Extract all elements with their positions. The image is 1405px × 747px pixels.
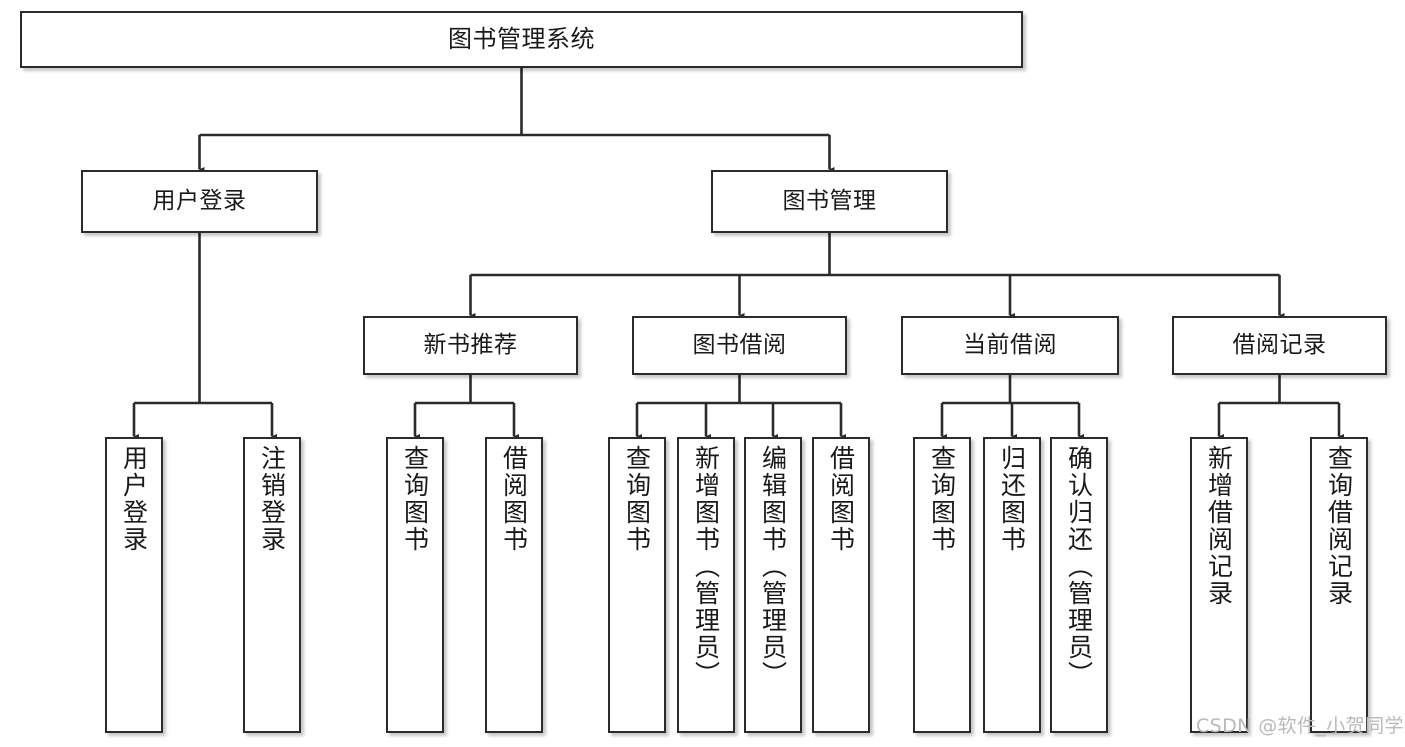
node-l2-user[interactable]: 用户登录 xyxy=(81,170,318,233)
node-label: 查询图书 xyxy=(927,445,957,553)
node-leaf-c-return[interactable]: 归还图书 xyxy=(983,437,1041,733)
node-leaf-new-borrow[interactable]: 借阅图书 xyxy=(485,437,543,733)
node-leaf-b-query[interactable]: 查询图书 xyxy=(608,437,666,733)
node-label: 查询图书 xyxy=(400,445,430,553)
node-leaf-r-add[interactable]: 新增借阅记录 xyxy=(1190,437,1248,733)
node-label: 图书借阅 xyxy=(692,332,787,359)
node-label: 借阅图书 xyxy=(499,445,529,553)
node-leaf-new-query[interactable]: 查询图书 xyxy=(386,437,444,733)
edge-group xyxy=(129,68,1344,443)
node-label: 用户登录 xyxy=(152,188,247,215)
node-label: 新增图书（管理员） xyxy=(691,445,721,688)
node-label: 借阅图书 xyxy=(826,445,856,553)
node-leaf-r-query[interactable]: 查询借阅记录 xyxy=(1310,437,1368,733)
node-label: 注销登录 xyxy=(257,445,287,553)
node-label: 查询图书 xyxy=(622,445,652,553)
node-label: 图书管理系统 xyxy=(448,24,595,53)
node-label: 归还图书 xyxy=(997,445,1027,553)
node-l3-current[interactable]: 当前借阅 xyxy=(901,316,1119,375)
node-l2-book[interactable]: 图书管理 xyxy=(711,170,948,233)
node-root[interactable]: 图书管理系统 xyxy=(20,11,1023,68)
node-label: 借阅记录 xyxy=(1232,332,1327,359)
node-label: 新书推荐 xyxy=(423,332,518,359)
node-leaf-b-edit[interactable]: 编辑图书（管理员） xyxy=(744,437,802,733)
node-label: 用户登录 xyxy=(119,445,149,553)
node-l3-new[interactable]: 新书推荐 xyxy=(363,316,578,375)
node-label: 编辑图书（管理员） xyxy=(758,445,788,688)
node-label: 图书管理 xyxy=(782,188,877,215)
node-label: 查询借阅记录 xyxy=(1324,445,1354,607)
node-label: 确认归还（管理员） xyxy=(1064,445,1094,688)
node-label: 当前借阅 xyxy=(963,332,1057,359)
node-leaf-b-add[interactable]: 新增图书（管理员） xyxy=(677,437,735,733)
node-leaf-user-logout[interactable]: 注销登录 xyxy=(243,437,301,733)
node-leaf-user-login[interactable]: 用户登录 xyxy=(105,437,163,733)
node-l3-borrow[interactable]: 图书借阅 xyxy=(632,316,847,375)
node-leaf-c-confirm[interactable]: 确认归还（管理员） xyxy=(1050,437,1108,733)
node-leaf-c-query[interactable]: 查询图书 xyxy=(913,437,971,733)
node-l3-record[interactable]: 借阅记录 xyxy=(1172,316,1387,375)
node-leaf-b-borrow[interactable]: 借阅图书 xyxy=(812,437,870,733)
node-label: 新增借阅记录 xyxy=(1204,445,1234,607)
